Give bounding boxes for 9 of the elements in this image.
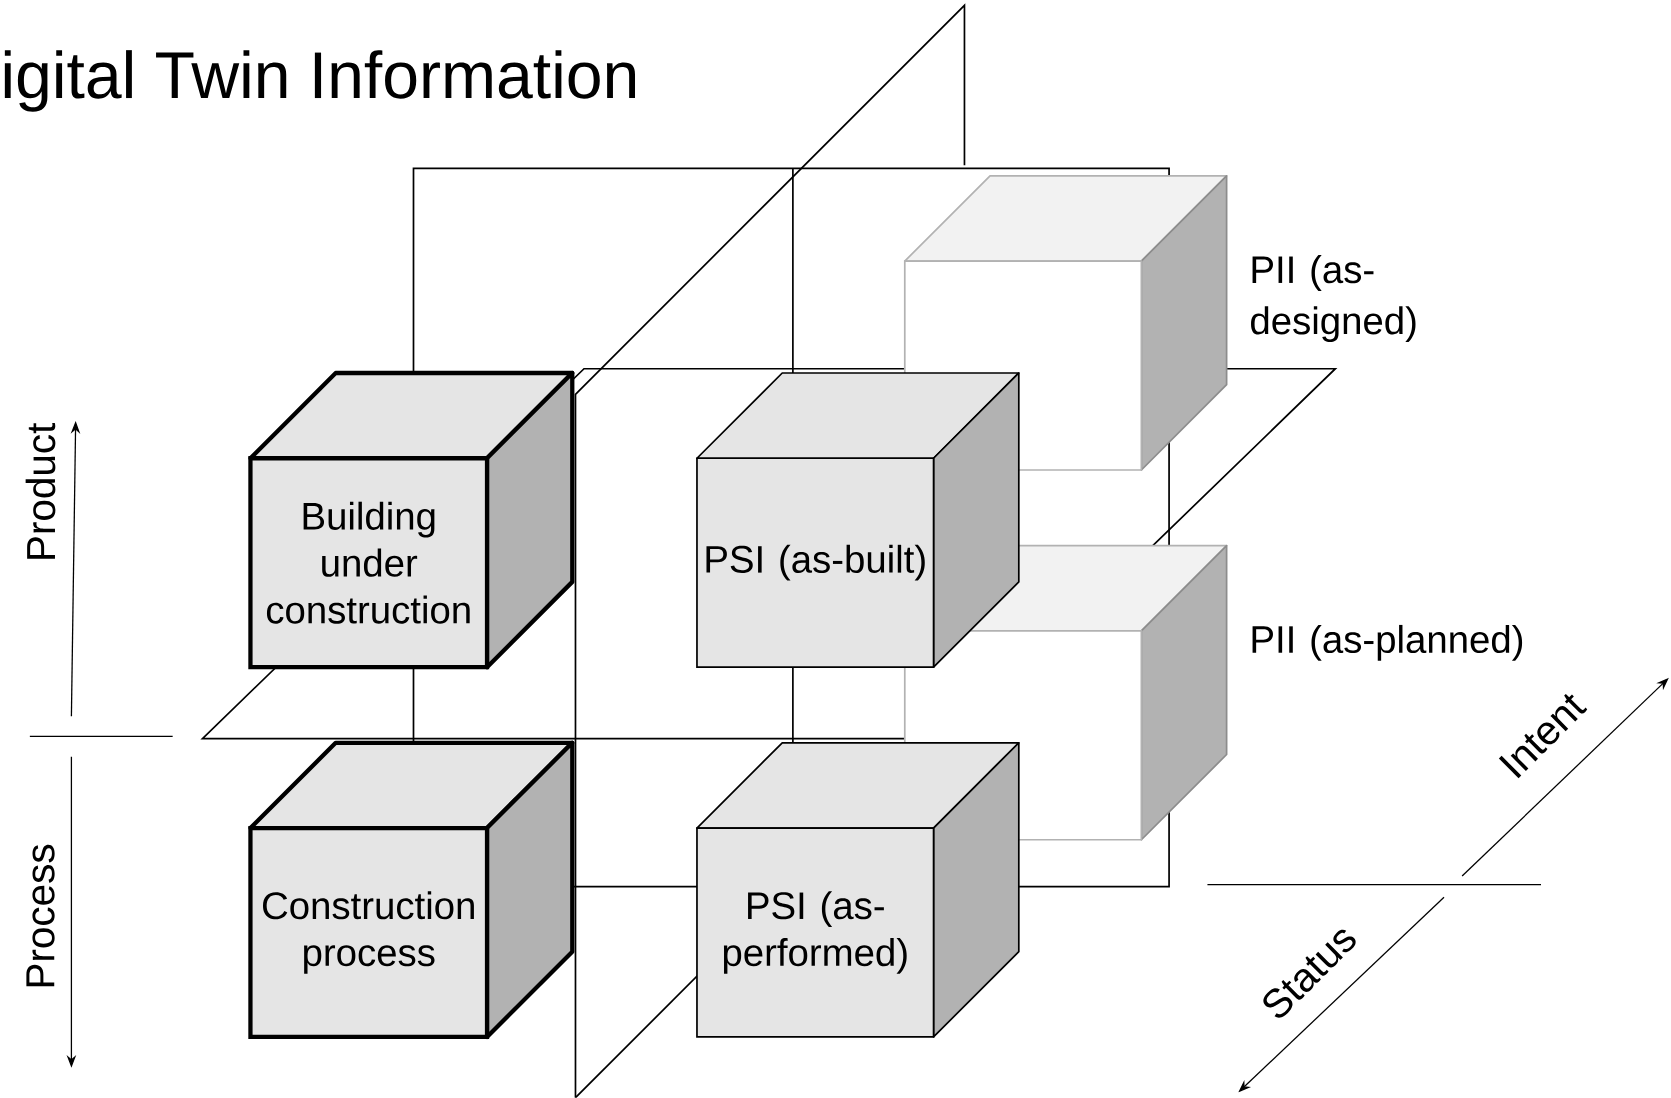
title: igital Twin Information — [4, 50, 635, 112]
cube-label: PII (as-designed) — [1251, 255, 1416, 343]
cube-label: PII (as-planned) — [1252, 625, 1523, 661]
cube: Building under construction — [248, 371, 575, 670]
cube: PSI (as-built) — [696, 372, 1020, 669]
axis-label: Process — [26, 845, 55, 987]
cube: PSI (as-performed) — [696, 742, 1020, 1038]
axis-label: Product — [25, 423, 56, 559]
cube: Construction process — [248, 740, 575, 1040]
